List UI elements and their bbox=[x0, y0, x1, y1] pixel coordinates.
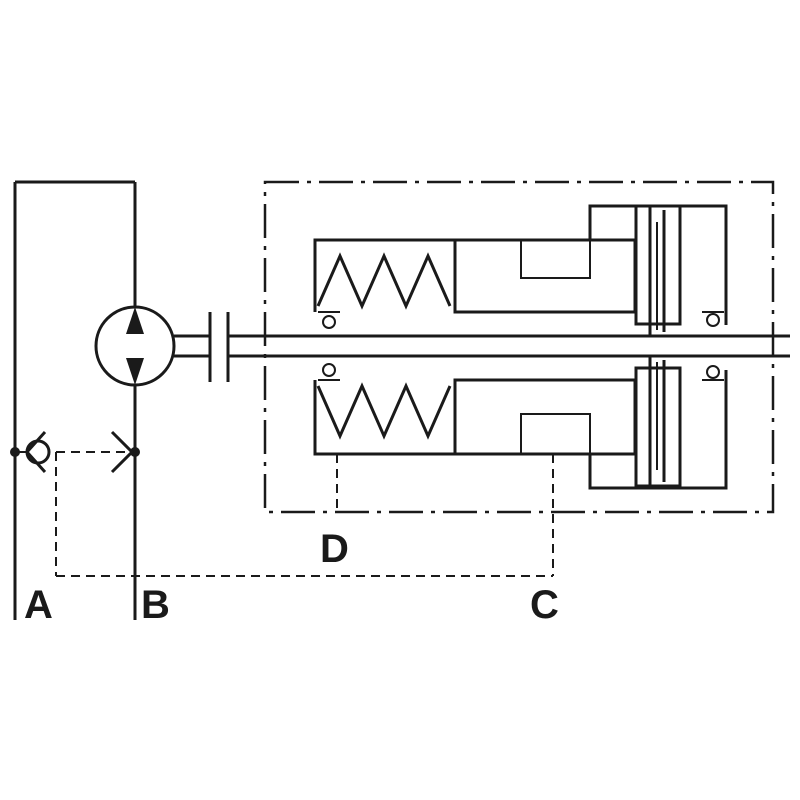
seals bbox=[318, 311, 724, 381]
hydraulic-lines bbox=[13, 180, 137, 620]
seal-left-upper bbox=[322, 315, 336, 329]
brake-housing-boundary bbox=[263, 180, 775, 514]
upper-spring bbox=[316, 252, 452, 310]
motor-flow-arrow-down bbox=[126, 358, 144, 385]
port-label-d: D bbox=[320, 527, 349, 571]
port-label-a: A bbox=[24, 583, 53, 627]
upper-piston-step bbox=[520, 239, 591, 279]
lower-piston-step bbox=[520, 413, 591, 455]
lower-cylinder-outline bbox=[313, 370, 728, 490]
hydraulic-motor bbox=[94, 305, 210, 387]
spring-brake-assembly bbox=[313, 204, 728, 490]
seal-right-lower bbox=[706, 365, 720, 379]
seal-left-lower bbox=[322, 363, 336, 377]
shuttle-valve bbox=[10, 430, 140, 474]
check-valve-ball bbox=[25, 439, 51, 465]
upper-piston-body bbox=[453, 238, 637, 314]
port-labels: A B C D bbox=[24, 527, 559, 627]
lower-piston bbox=[453, 378, 637, 456]
pilot-lines bbox=[55, 452, 554, 577]
upper-piston bbox=[453, 238, 637, 314]
check-valve-seat-b bbox=[110, 430, 135, 474]
junction-dot-b bbox=[130, 447, 140, 457]
port-label-c: C bbox=[530, 583, 559, 627]
motor-flow-arrow-up bbox=[126, 307, 144, 334]
lower-spring bbox=[316, 382, 452, 440]
upper-cylinder-outline bbox=[313, 204, 728, 325]
check-valve-seat bbox=[24, 430, 47, 474]
seal-right-upper bbox=[706, 313, 720, 327]
disc-pack bbox=[634, 204, 682, 488]
lower-piston-body bbox=[453, 378, 637, 456]
port-label-b: B bbox=[141, 583, 170, 627]
shaft-coupling bbox=[208, 312, 230, 382]
brake-shaft bbox=[228, 334, 790, 358]
